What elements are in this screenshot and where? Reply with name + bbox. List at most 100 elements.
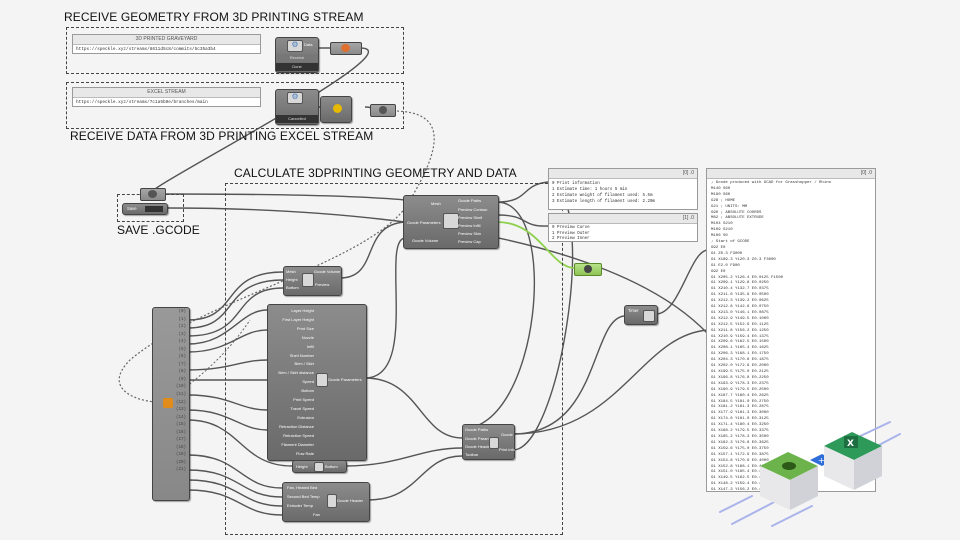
parameter-input[interactable]: Shell Number — [289, 352, 314, 358]
excel-receiver-component[interactable]: ⚙ Cancelled — [275, 89, 319, 125]
gcode-component[interactable]: Gcode Paths Gcode Parameters Gcode Heade… — [462, 424, 515, 460]
header-input[interactable]: Second Bed Temp — [287, 494, 320, 499]
print-info-output[interactable]: Print info — [499, 447, 515, 452]
parameter-input[interactable]: Nozzle — [301, 334, 314, 340]
print-info-panel[interactable]: [0] .0 0 Print information 1 Estimate ti… — [548, 168, 698, 210]
list-output[interactable]: (5) — [178, 347, 186, 352]
gcode-output[interactable]: Gcode — [501, 432, 513, 437]
gcode-input[interactable]: Gcode Paths — [465, 427, 489, 432]
height-input[interactable]: Height — [286, 277, 298, 282]
preview-panel[interactable]: [1] .0 0 Preview Curve 1 Preview Outer 2… — [548, 213, 698, 242]
gcode-geometry-component[interactable]: Mesh Gcode Parameters Gcode Volume Gcode… — [403, 195, 499, 249]
timer-component[interactable]: Timer — [624, 305, 658, 325]
wire — [187, 409, 268, 431]
wire — [344, 447, 463, 467]
parameter-input[interactable]: Speed — [302, 379, 314, 385]
gcode-input[interactable]: Gcode Parameters — [465, 436, 499, 441]
volume-output[interactable]: Gcode Volume — [314, 269, 341, 274]
parameter-input[interactable]: Travel Speed — [290, 405, 314, 411]
parameter-input[interactable]: Brim / Skirt — [294, 361, 314, 367]
list-item-component[interactable]: (0) (1) (2) (3) (4) (5) (6) (7) (8) (9) (10) (11) (1… — [152, 307, 190, 501]
mesh-input[interactable]: Mesh — [431, 201, 441, 206]
output[interactable]: Gcode Paths — [458, 198, 482, 203]
list-output[interactable]: (13) — [175, 408, 186, 413]
list-output[interactable]: (18) — [175, 445, 186, 450]
parameter-input[interactable]: Flow Rate — [295, 450, 314, 456]
bottom-input[interactable]: Bottom — [286, 285, 299, 290]
header-input[interactable]: Fan, Heated Bed — [287, 485, 318, 490]
gcode-header-component[interactable]: Fan, Heated Bed Second Bed Temp Extruder… — [282, 482, 370, 522]
parameter-input[interactable]: Retraction Speed — [283, 432, 314, 438]
wire — [187, 279, 284, 329]
height-component[interactable]: Height Bottom — [292, 460, 347, 473]
data-param[interactable] — [370, 104, 396, 117]
speckle-connector-badge: + X — [719, 421, 901, 527]
parameter-input[interactable]: Print Speed — [293, 397, 314, 403]
wire — [461, 201, 536, 430]
parameter-input[interactable]: Brim / Skirt distance — [278, 370, 314, 376]
height-input[interactable]: Height — [296, 464, 308, 469]
done-status: Done — [276, 63, 318, 71]
list-output[interactable]: (10) — [175, 385, 186, 390]
parameters-input[interactable]: Gcode Parameters — [407, 220, 441, 225]
excel-stream-panel[interactable]: EXCEL STREAM https://speckle.xyz/streams… — [72, 87, 261, 107]
flatten-component[interactable] — [330, 42, 362, 55]
parameter-input[interactable]: Print Size — [296, 325, 314, 331]
parameter-input[interactable]: Infill — [306, 343, 314, 349]
list-output[interactable]: (19) — [175, 453, 186, 458]
list-output[interactable]: (20) — [175, 460, 186, 465]
geometry-stream-panel[interactable]: 3D PRINTED GRAVEYARD https://speckle.xyz… — [72, 34, 261, 54]
output[interactable]: Preview Skin — [458, 231, 482, 236]
gcode-volume-component[interactable]: Mesh Height Bottom Gcode Volume Preview — [283, 266, 342, 296]
selected-param[interactable] — [574, 263, 602, 276]
parameter-input[interactable]: Bottom — [301, 388, 314, 394]
parameter-input[interactable]: First Layer Height — [282, 316, 314, 322]
list-output[interactable]: (9) — [178, 377, 186, 382]
gcode-line: M82 ; ABSOLUTE EXTRUDE — [711, 216, 764, 221]
list-output[interactable]: (17) — [175, 438, 186, 443]
header-output[interactable]: Gcode Header — [337, 498, 364, 503]
parameter-input[interactable]: Retraction Distance — [279, 423, 314, 429]
header-input[interactable]: Extruder Temp — [287, 503, 313, 508]
list-output[interactable]: (16) — [175, 430, 186, 435]
volume-input[interactable]: Gcode Volume — [412, 238, 439, 243]
list-output[interactable]: (1) — [178, 317, 186, 322]
list-output[interactable]: (11) — [175, 393, 186, 398]
bottom-output[interactable]: Bottom — [325, 464, 338, 469]
gcode-line: G1 X171.4 Y180.4 E0.3250 — [711, 423, 769, 428]
list-output[interactable]: (15) — [175, 423, 186, 428]
header-input[interactable]: Fan — [313, 512, 320, 517]
gcode-input[interactable]: Gcode Header — [465, 444, 492, 449]
output[interactable]: Preview Cap — [458, 239, 481, 244]
excel-stream-group[interactable] — [66, 82, 404, 129]
parameter-input[interactable]: Extrusion — [297, 414, 314, 420]
list-output[interactable]: (4) — [178, 340, 186, 345]
calculate-group[interactable] — [225, 183, 563, 535]
expand-component[interactable] — [320, 96, 352, 123]
list-output[interactable]: (12) — [175, 400, 186, 405]
speckle-receiver-component[interactable]: ⚙ Data Receive Done — [275, 37, 319, 73]
output[interactable]: Preview Contour — [458, 207, 488, 212]
gcode-line: G1 X212.9 Y149.5 E0.1000 — [711, 316, 769, 321]
geometry-stream-group[interactable] — [66, 27, 404, 74]
output[interactable]: Preview Infill — [458, 223, 481, 228]
list-output[interactable]: (2) — [178, 325, 186, 330]
preview-output[interactable]: Preview — [315, 282, 330, 287]
parameters-output[interactable]: Gcode Parameters — [328, 377, 362, 382]
list-output[interactable]: (8) — [178, 370, 186, 375]
boolean-toggle[interactable] — [140, 188, 166, 201]
list-output[interactable]: (14) — [175, 415, 186, 420]
save-component[interactable]: Save — [122, 203, 168, 215]
output[interactable]: Preview Shell — [458, 215, 483, 220]
parameter-input[interactable]: Filament Diameter — [281, 441, 314, 447]
list-output[interactable]: (7) — [178, 362, 186, 367]
data-output[interactable]: Data — [304, 42, 313, 47]
list-output[interactable]: (0) — [178, 310, 186, 314]
list-output[interactable]: (21) — [175, 468, 186, 473]
list-output[interactable]: (3) — [178, 332, 186, 337]
gcode-input[interactable]: Toolbar — [465, 452, 479, 457]
list-output[interactable]: (6) — [178, 355, 186, 360]
mesh-input[interactable]: Mesh — [286, 269, 296, 274]
parameter-input[interactable]: Layer Height — [291, 308, 314, 313]
